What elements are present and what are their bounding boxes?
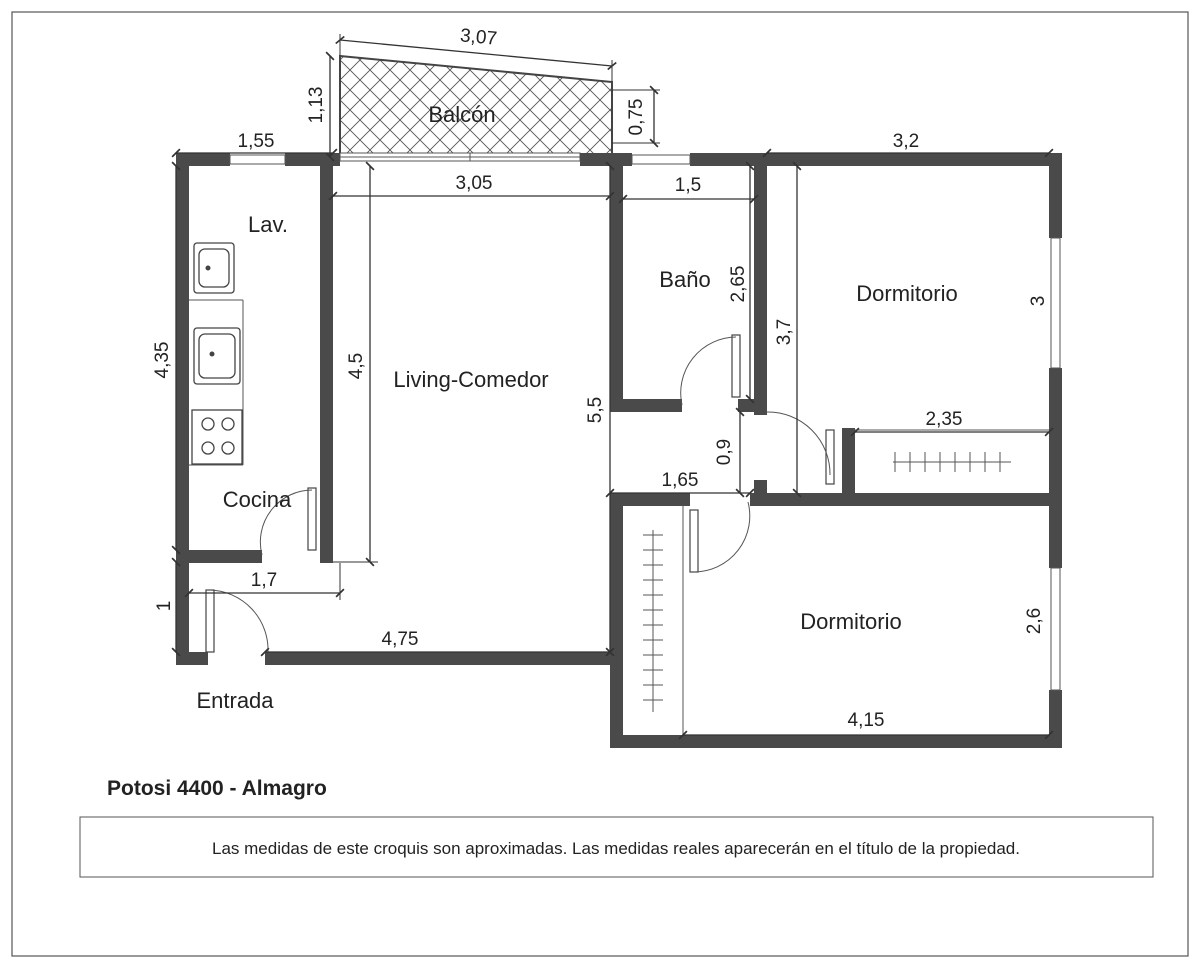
dim-dorm2-side: 2,6 — [1024, 608, 1045, 634]
dim-lav-width: 1,55 — [238, 131, 275, 152]
room-label-living: Living-Comedor — [393, 367, 548, 392]
dim-closet-width: 2,35 — [926, 409, 963, 430]
dim-dorm1-side: 3 — [1028, 296, 1049, 307]
dim-bottom-width: 4,75 — [382, 629, 419, 650]
dim-bano-width: 1,5 — [675, 175, 701, 196]
room-label-dormitorio-2: Dormitorio — [800, 609, 901, 634]
room-label-dormitorio-1: Dormitorio — [856, 281, 957, 306]
dim-hall-width: 1,65 — [662, 470, 699, 491]
page-frame — [11, 11, 1189, 957]
disclaimer-text: Las medidas de este croquis son aproxima… — [212, 839, 1020, 858]
doors — [205, 334, 835, 653]
room-label-bano: Baño — [659, 267, 710, 292]
dim-bano-depth: 2,65 — [728, 266, 749, 303]
dim-balcon-width: 3,07 — [459, 25, 498, 49]
disclaimer-box — [79, 816, 1154, 878]
dim-dorm1-width: 3,2 — [893, 131, 919, 152]
walls — [176, 153, 1062, 748]
property-address: Potosi 4400 - Almagro — [107, 777, 327, 800]
room-label-entrada: Entrada — [196, 688, 274, 713]
dim-hall-total: 5,5 — [585, 397, 606, 423]
balcony — [339, 54, 613, 162]
dim-dorm1-depth: 3,7 — [774, 319, 795, 345]
kitchen-fixtures — [189, 242, 244, 466]
dim-balcon-depth-right: 0,75 — [626, 99, 647, 136]
room-label-cocina: Cocina — [223, 487, 292, 512]
dim-living-width: 3,05 — [456, 173, 493, 194]
room-label-lav: Lav. — [248, 212, 288, 237]
dim-entrance-width: 1,7 — [251, 570, 277, 591]
dim-entrance-depth: 1 — [154, 601, 175, 612]
dim-kitchen-depth: 4,35 — [152, 342, 173, 379]
dim-dorm2-width: 4,15 — [848, 710, 885, 731]
dim-balcon-depth-left: 1,13 — [306, 87, 327, 124]
room-label-balcon: Balcón — [428, 102, 495, 127]
dim-living-depth: 4,5 — [346, 353, 367, 379]
dimension-lines — [171, 34, 1054, 740]
dim-hall-door: 0,9 — [714, 439, 735, 465]
